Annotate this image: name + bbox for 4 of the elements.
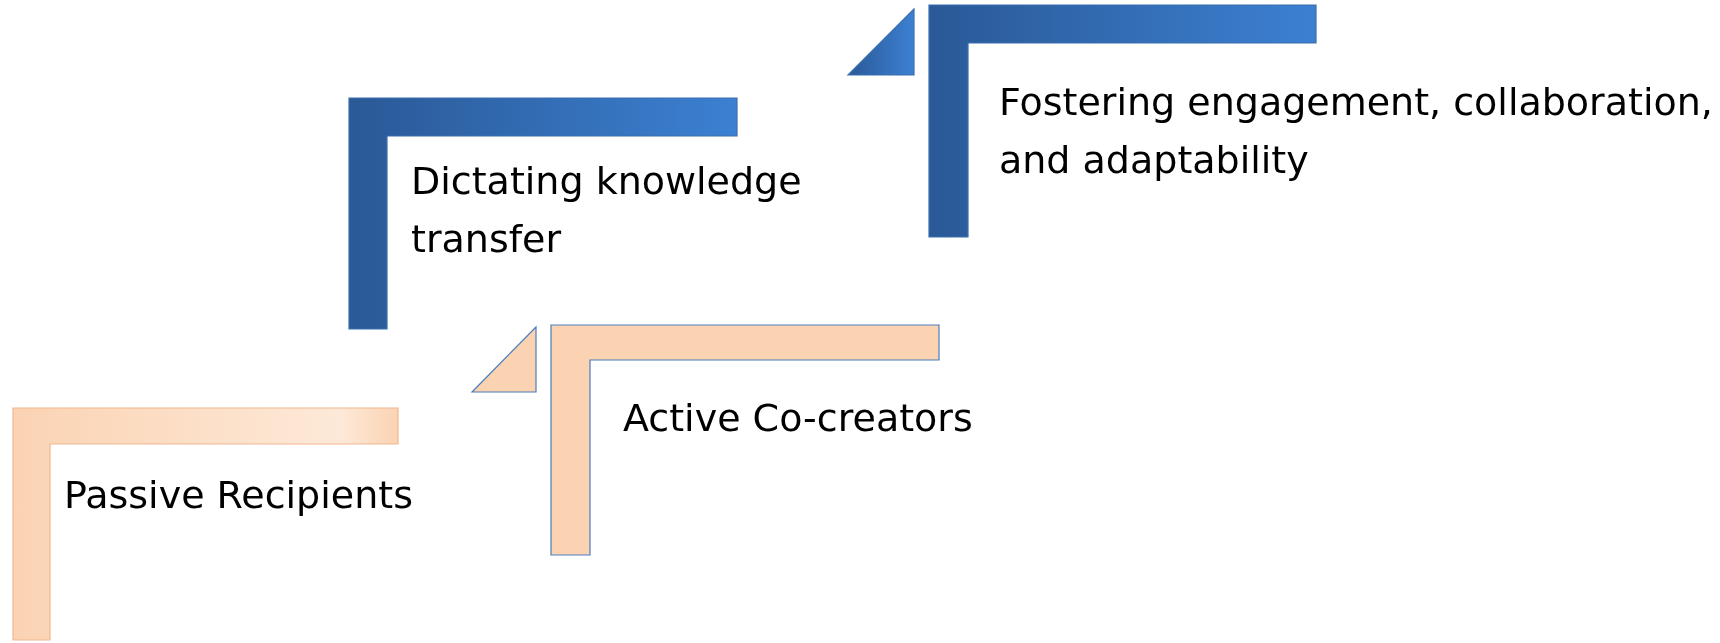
step-label: Fostering engagement, collaboration, and adaptability (999, 79, 1714, 184)
step-label: Active Co-creators (623, 395, 974, 442)
step-label: Passive Recipients (64, 472, 414, 519)
step-label: Dictating knowledge transfer (411, 158, 803, 263)
